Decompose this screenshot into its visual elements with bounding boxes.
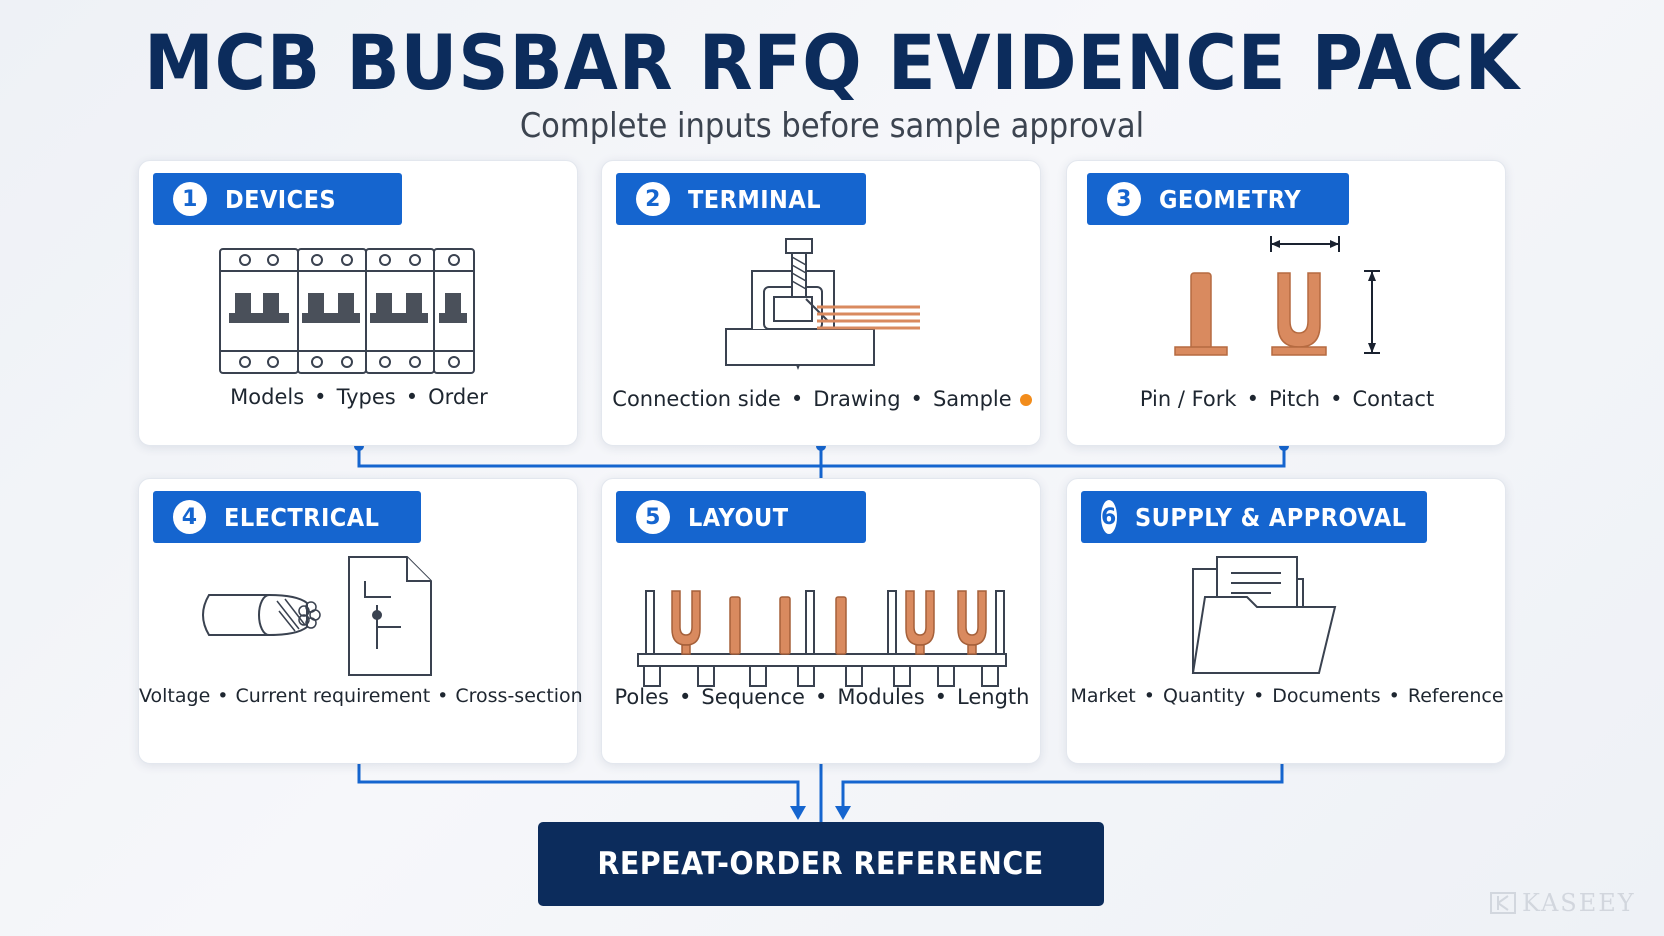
caption-item: Order bbox=[428, 385, 488, 409]
card-terminal: 2 TERMINAL Connection side•Drawing•Sampl… bbox=[601, 160, 1041, 446]
cable-document-icon bbox=[202, 556, 432, 676]
card-geometry: 3 GEOMETRY Pin / Fork•Pitch•Contact bbox=[1066, 160, 1506, 446]
card-caption: Pin / Fork•Pitch•Contact bbox=[1139, 387, 1435, 411]
caption-item: Types bbox=[336, 385, 396, 409]
caption-item: Contact bbox=[1352, 387, 1435, 411]
repeat-order-reference-box: REPEAT-ORDER REFERENCE bbox=[538, 822, 1104, 906]
card-caption: Market•Quantity•Documents•Reference bbox=[1070, 685, 1504, 707]
kaseey-logo-icon bbox=[1490, 892, 1516, 914]
caption-item: Sample bbox=[932, 387, 1012, 411]
step-number: 5 bbox=[636, 500, 670, 534]
right-feed-connector bbox=[841, 752, 1284, 812]
tag-devices: 1 DEVICES bbox=[153, 173, 402, 225]
caption-item: Sequence bbox=[701, 685, 805, 709]
tag-label: LAYOUT bbox=[688, 502, 789, 532]
caption-item: Quantity bbox=[1162, 685, 1246, 707]
watermark-text: KASEEY bbox=[1522, 889, 1636, 917]
card-supply-approval: 6 SUPPLY & APPROVAL Market•Quantity•Docu… bbox=[1066, 478, 1506, 764]
mcb-breakers-icon bbox=[219, 248, 475, 374]
final-label: REPEAT-ORDER REFERENCE bbox=[597, 846, 1045, 882]
card-caption: Models•Types•Order bbox=[230, 385, 488, 409]
caption-item: Connection side bbox=[612, 387, 781, 411]
caption-item: Voltage bbox=[139, 685, 211, 707]
caption-item: Pitch bbox=[1268, 387, 1321, 411]
caption-item: Models bbox=[230, 385, 305, 409]
page-subtitle: Complete inputs before sample approval bbox=[519, 106, 1145, 146]
step-number: 1 bbox=[173, 182, 207, 216]
pin-fork-icon bbox=[1174, 236, 1380, 356]
watermark: KASEEY bbox=[1490, 888, 1650, 918]
step-number: 3 bbox=[1107, 182, 1141, 216]
left-feed-connector bbox=[357, 752, 800, 812]
tag-supply-approval: 6 SUPPLY & APPROVAL bbox=[1081, 491, 1427, 543]
caption-item: Cross-section bbox=[455, 685, 583, 707]
caption-item: Current requirement bbox=[235, 685, 431, 707]
sample-status-dot bbox=[1019, 394, 1032, 406]
card-caption: Poles•Sequence•Modules•Length bbox=[614, 685, 1030, 709]
tag-label: GEOMETRY bbox=[1159, 184, 1302, 214]
tag-electrical: 4 ELECTRICAL bbox=[153, 491, 421, 543]
tag-label: DEVICES bbox=[225, 184, 337, 214]
tag-label: ELECTRICAL bbox=[224, 502, 380, 532]
terminal-clamp-icon bbox=[725, 238, 920, 370]
step-number: 2 bbox=[636, 182, 670, 216]
page-title: MCB BUSBAR RFQ EVIDENCE PACK bbox=[144, 18, 1520, 107]
tag-terminal: 2 TERMINAL bbox=[616, 173, 866, 225]
tag-label: SUPPLY & APPROVAL bbox=[1134, 502, 1407, 532]
folder-documents-icon bbox=[1191, 556, 1337, 674]
caption-item: Modules bbox=[837, 685, 925, 709]
busbar-layout-icon bbox=[637, 590, 1007, 687]
tag-label: TERMINAL bbox=[688, 184, 821, 214]
caption-item: Pin / Fork bbox=[1139, 387, 1237, 411]
step-number: 6 bbox=[1101, 500, 1117, 534]
caption-item: Documents bbox=[1272, 685, 1381, 707]
card-devices: 1 DEVICES bbox=[138, 160, 578, 446]
card-caption: Voltage•Current requirement•Cross-sectio… bbox=[139, 685, 583, 707]
caption-item: Market bbox=[1070, 685, 1136, 707]
caption-item: Drawing bbox=[813, 387, 901, 411]
card-caption: Connection side•Drawing•Sample bbox=[602, 387, 1042, 411]
caption-item: Poles bbox=[614, 685, 669, 709]
card-layout: 5 LAYOUT Poles•Sequence•Modules•Le bbox=[601, 478, 1041, 764]
tag-geometry: 3 GEOMETRY bbox=[1087, 173, 1349, 225]
caption-item: Length bbox=[957, 685, 1030, 709]
step-number: 4 bbox=[173, 500, 207, 534]
tag-layout: 5 LAYOUT bbox=[616, 491, 866, 543]
caption-item: Reference bbox=[1407, 685, 1504, 707]
card-electrical: 4 ELECTRICAL Voltage•Current requirement… bbox=[138, 478, 583, 764]
